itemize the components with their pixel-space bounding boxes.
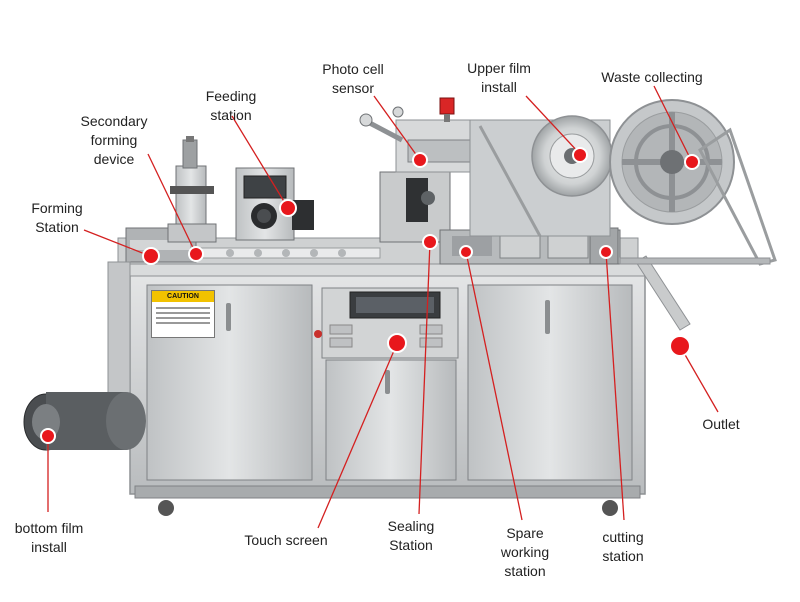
label-line: Station [389, 537, 433, 553]
label-cutting-station: cutting station [592, 528, 654, 566]
secondary-forming-cylinder [167, 136, 217, 243]
label-photo-cell-sensor: Photo cell sensor [314, 60, 392, 98]
label-line: install [481, 79, 517, 95]
leader-upper-film [525, 95, 581, 155]
caution-label: CAUTION [151, 290, 215, 338]
marker-touch-screen [387, 333, 407, 353]
label-line: Touch screen [244, 532, 328, 548]
marker-cutting [599, 245, 613, 259]
label-secondary-forming-device: Secondary forming device [74, 112, 154, 169]
label-outlet: Outlet [693, 415, 749, 434]
feeding-pump [235, 167, 314, 241]
label-line: Spare [506, 525, 544, 541]
marker-secondary-forming [188, 246, 204, 262]
label-line: station [210, 107, 252, 123]
marker-feeding-station [279, 199, 297, 217]
label-line: forming [90, 132, 138, 148]
label-line: Station [35, 219, 79, 235]
label-line: Sealing [387, 518, 435, 534]
leader-feeding-station [231, 115, 289, 209]
label-line: station [504, 563, 546, 579]
label-line: device [93, 151, 135, 167]
label-line: Upper film [467, 60, 531, 76]
bottom-film-reel [23, 261, 146, 451]
marker-waste-collecting [684, 154, 700, 170]
label-sealing-station: Sealing Station [380, 517, 442, 555]
marker-outlet [669, 335, 691, 357]
leader-forming-station [83, 229, 151, 257]
label-feeding-station: Feeding station [200, 87, 262, 125]
markers [40, 147, 700, 444]
label-line: Photo cell [322, 61, 384, 77]
label-line: sensor [331, 80, 375, 96]
marker-bottom-film [40, 428, 56, 444]
leader-sealing [418, 241, 431, 515]
label-touch-screen: Touch screen [238, 531, 334, 550]
label-line: Forming [31, 200, 83, 216]
caution-heading: CAUTION [152, 291, 214, 302]
label-line: Outlet [702, 416, 740, 432]
label-line: station [602, 548, 644, 564]
leader-outlet [679, 345, 719, 413]
label-bottom-film-install: bottom film install [4, 519, 94, 557]
marker-spare-working [459, 245, 473, 259]
marker-photo-cell [412, 152, 428, 168]
marker-sealing [422, 234, 438, 250]
leader-touch-screen [317, 345, 397, 529]
upper-film-reel [531, 115, 613, 197]
leader-secondary-forming [147, 153, 197, 255]
marker-forming-station [142, 247, 160, 265]
label-spare-working-station: Spare working station [492, 524, 558, 581]
sealing-tower [359, 97, 487, 243]
label-forming-station: Forming Station [27, 199, 87, 237]
leader-cutting [605, 251, 625, 521]
leader-spare-working [465, 251, 523, 521]
control-panel [314, 287, 459, 359]
leader-waste-collecting [653, 85, 693, 163]
caution-body [152, 302, 214, 329]
label-line: Secondary [80, 113, 148, 129]
label-line: cutting [602, 529, 644, 545]
label-upper-film-install: Upper film install [460, 59, 538, 97]
label-waste-collecting: Waste collecting [592, 68, 712, 87]
label-line: install [31, 539, 67, 555]
leader-lines [47, 85, 719, 529]
label-line: Feeding [205, 88, 257, 104]
label-line: working [500, 544, 550, 560]
leader-photo-cell [373, 95, 421, 161]
waste-collecting-reel [609, 99, 735, 225]
outlet-chute [619, 127, 777, 331]
marker-upper-film [572, 147, 588, 163]
label-line: Waste collecting [601, 69, 703, 85]
label-line: bottom film [14, 520, 84, 536]
